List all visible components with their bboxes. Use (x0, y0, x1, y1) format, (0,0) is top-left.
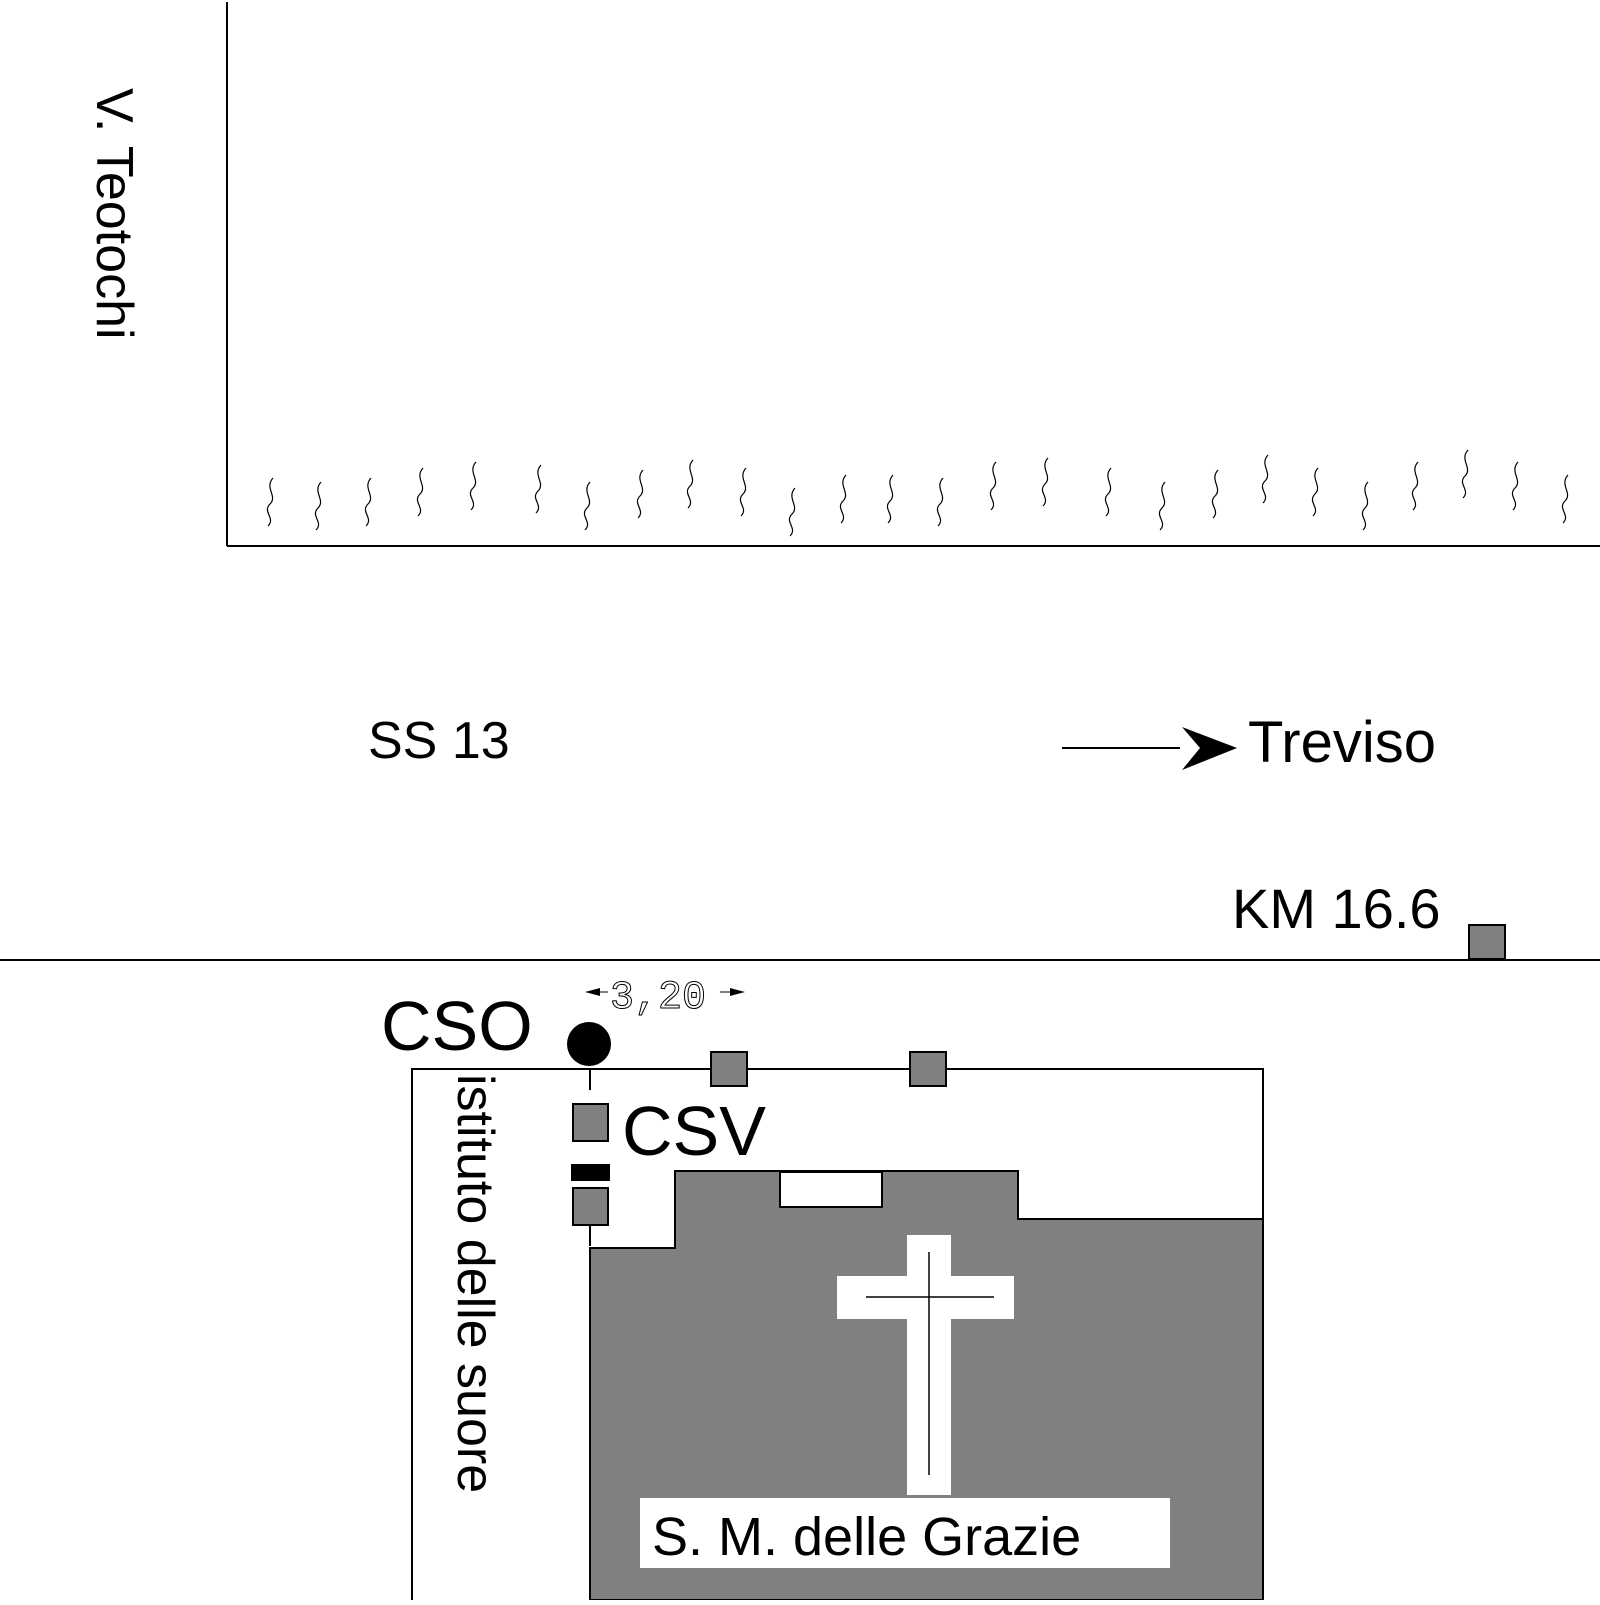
csv-post (572, 1187, 609, 1226)
km-marker-post (1468, 924, 1506, 960)
hedge-squiggle (739, 467, 747, 517)
hedge-squiggle (989, 461, 997, 511)
hedge-squiggle (788, 487, 796, 537)
hedge-squiggle (1561, 474, 1569, 524)
hedge-squiggle (1041, 457, 1049, 507)
hedge-squiggle (1311, 467, 1319, 517)
destination-label-treviso: Treviso (1248, 710, 1436, 775)
hedge-squiggle (1104, 467, 1112, 517)
hedge-squiggle (686, 459, 694, 509)
station-label-csv: CSV (622, 1092, 766, 1170)
hedge-squiggle (1361, 481, 1369, 531)
csv-post (572, 1103, 609, 1142)
hedge-squiggle (314, 481, 322, 531)
km-marker-label: KM 16.6 (1232, 877, 1441, 940)
station-label-cso: CSO (381, 987, 533, 1065)
hedge-squiggle (416, 467, 424, 517)
hedge-squiggle (469, 461, 477, 511)
hedge-squiggle (583, 481, 591, 531)
hedge-squiggle (534, 464, 542, 514)
cso-point (567, 1022, 611, 1066)
gate-post (909, 1051, 947, 1087)
arrow-right-icon (1062, 727, 1237, 770)
hedge-squiggle (1511, 461, 1519, 511)
measurement-label: 3,20 (610, 976, 706, 1021)
hedge-squiggle (936, 477, 944, 527)
csv-bar (571, 1164, 610, 1181)
street-label-ss13: SS 13 (368, 712, 510, 770)
church-entrance (779, 1171, 883, 1208)
hedge-row (266, 449, 1569, 537)
hedge-squiggle (1411, 461, 1419, 511)
hedge-squiggle (1211, 469, 1219, 519)
cross-icon (837, 1235, 1014, 1495)
hedge-squiggle (1158, 481, 1166, 531)
building-label-istituto: istituto delle suore (446, 1074, 504, 1493)
field-boundary (226, 2, 1600, 547)
measurement-dimension: 3,20 (585, 976, 745, 1022)
church-name-plate (640, 1498, 1170, 1568)
hedge-squiggle (364, 477, 372, 527)
hedge-squiggle (1461, 449, 1469, 499)
hedge-squiggle (1261, 454, 1269, 504)
hedge-squiggle (839, 474, 847, 524)
church-name-label: S. M. delle Grazie (652, 1507, 1081, 1567)
hedge-squiggle (886, 474, 894, 524)
street-label-v-teotochi: V. Teotochi (85, 88, 143, 340)
hedge-squiggle (266, 477, 274, 527)
hedge-squiggle (636, 469, 644, 519)
gate-post (710, 1051, 748, 1087)
